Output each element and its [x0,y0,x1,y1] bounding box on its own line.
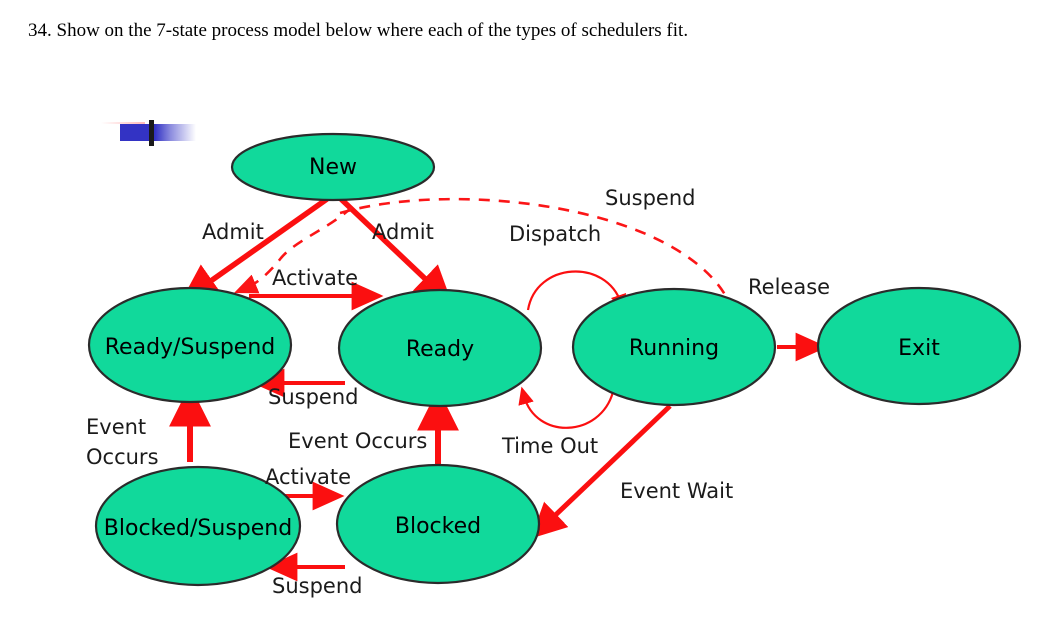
edge-label-event: Event [86,415,146,439]
state-label-running: Running [629,336,719,361]
transition-new-to-ready [339,197,453,305]
state-node-ready-suspend[interactable]: Ready/Suspend [87,286,293,404]
state-ellipse-new[interactable] [230,132,436,202]
edge-label-occurs: Occurs [86,445,159,469]
edge-label-admit-right: Admit [372,220,434,244]
decorative-blue-gradient-bar [120,124,196,141]
edge-label-suspend-bottom: Suspend [272,574,362,598]
edge-label-activate-top: Activate [272,266,358,290]
transition-running-to-ready [518,386,615,429]
transition-running-to-blocked [530,404,672,539]
state-node-running[interactable]: Running [571,287,777,407]
edge-label-event-occurs: Event Occurs [288,429,427,453]
state-label-new: New [309,155,357,180]
edge-label-suspend-top: Suspend [605,186,695,210]
state-ellipse-ready[interactable] [337,288,543,408]
edge-label-time-out: Time Out [501,434,598,458]
state-ellipse-blocked-suspend[interactable] [94,465,302,587]
state-label-exit: Exit [898,336,940,361]
state-node-new[interactable]: New [230,132,436,202]
state-ellipse-blocked[interactable] [335,463,541,585]
page-title: 34. Show on the 7-state process model be… [28,20,689,41]
state-node-exit[interactable]: Exit [816,286,1022,406]
edge-label-activate-bottom: Activate [265,465,351,489]
decorative-black-tick [149,120,154,146]
state-label-blocked-suspend: Blocked/Suspend [104,516,292,541]
edge-label-event-wait: Event Wait [620,479,733,503]
transition-running-to-suspend-dashed [339,197,741,328]
edge-label-release: Release [748,275,830,299]
edge-label-suspend-ready: Suspend [268,385,358,409]
state-ellipse-running[interactable] [571,287,777,407]
transition-ready-to-running [526,270,626,313]
edge-label-admit-left: Admit [202,220,264,244]
state-label-ready: Ready [406,337,474,362]
transition-ready-to-ready-suspend-dashed [234,206,353,294]
state-ellipse-ready-suspend[interactable] [87,286,293,404]
state-node-blocked[interactable]: Blocked [335,463,541,585]
transition-new-to-ready-suspend [180,196,329,303]
state-node-ready[interactable]: Ready [337,288,543,408]
state-node-blocked-suspend[interactable]: Blocked/Suspend [94,465,302,587]
decorative-pink-line [101,122,145,124]
state-label-ready-suspend: Ready/Suspend [105,335,276,360]
state-ellipse-exit[interactable] [816,286,1022,406]
state-label-blocked: Blocked [395,514,481,539]
edge-label-dispatch: Dispatch [509,222,601,246]
